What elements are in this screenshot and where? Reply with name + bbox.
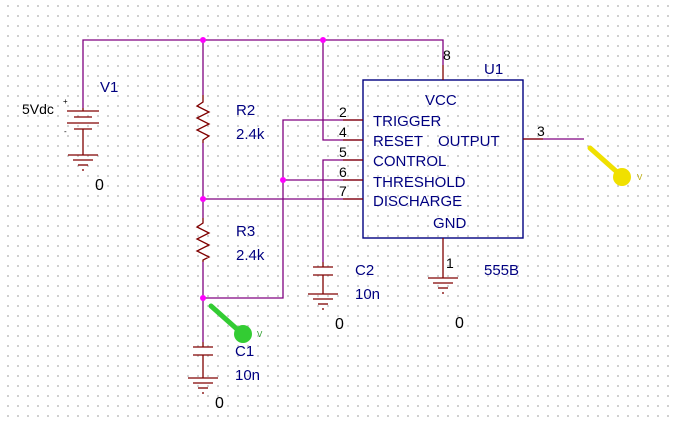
wires xyxy=(82,39,584,342)
capacitor-ref-label: C2 xyxy=(355,262,374,279)
ground-symbol-c1: 0 xyxy=(188,377,224,412)
resistor-ref-label: R3 xyxy=(236,223,255,240)
ground-label: 0 xyxy=(95,177,104,194)
battery-plus-sign: + xyxy=(63,97,68,106)
pin-number-5: 5 xyxy=(339,144,347,160)
resistor-symbol xyxy=(195,218,211,262)
capacitor-value-label: 10n xyxy=(235,367,260,384)
resistor-r3[interactable]: R3 2.4k xyxy=(195,218,265,264)
voltage-source-v1[interactable]: + - 5Vdc V1 xyxy=(22,79,118,155)
ic-ref-label: U1 xyxy=(484,61,503,78)
junction-dot xyxy=(200,196,206,202)
ic-part-label: 555B xyxy=(484,262,519,279)
resistor-value-label: 2.4k xyxy=(236,126,265,143)
pin-name-discharge: DISCHARGE xyxy=(373,193,462,210)
junction-dot xyxy=(200,295,206,301)
ground-symbol-ic: 0 xyxy=(428,277,464,332)
capacitor-c2[interactable]: C2 10n xyxy=(313,262,380,303)
pin-number-2: 2 xyxy=(339,104,347,120)
voltage-probe-c1[interactable]: V xyxy=(208,303,263,343)
pin-number-6: 6 xyxy=(339,164,347,180)
ic-555[interactable]: 8 2 4 3 5 6 7 1 VCC TRIGGER RESET OUTPUT… xyxy=(339,47,545,279)
pin-name-vcc: VCC xyxy=(425,92,457,109)
capacitor-c1[interactable]: C1 10n xyxy=(193,342,260,384)
pin-number-7: 7 xyxy=(339,183,347,199)
pin-number-4: 4 xyxy=(339,124,347,140)
capacitor-ref-label: C1 xyxy=(235,343,254,360)
pin-number-3: 3 xyxy=(537,123,545,139)
pin-name-output: OUTPUT xyxy=(438,133,500,150)
resistor-ref-label: R2 xyxy=(236,102,255,119)
ground-label: 0 xyxy=(455,315,464,332)
junction-dot xyxy=(320,37,326,43)
ground-symbol-v1: 0 xyxy=(68,154,104,194)
pin-name-trigger: TRIGGER xyxy=(373,113,442,130)
resistor-r2[interactable]: R2 2.4k xyxy=(195,95,265,143)
source-value-label: 5Vdc xyxy=(22,101,54,117)
capacitor-value-label: 10n xyxy=(355,286,380,303)
probe-label: V xyxy=(637,173,643,182)
resistor-value-label: 2.4k xyxy=(236,247,265,264)
pin-name-gnd: GND xyxy=(433,215,467,232)
probe-label: V xyxy=(257,330,263,339)
vcc-rail-wire[interactable] xyxy=(82,39,444,108)
ground-label: 0 xyxy=(335,316,344,333)
battery-minus-sign: - xyxy=(64,127,67,136)
pin-name-reset: RESET xyxy=(373,133,423,150)
pin-name-control: CONTROL xyxy=(373,153,446,170)
pin-number-8: 8 xyxy=(443,47,451,63)
resistor-symbol xyxy=(195,95,211,143)
source-ref-label: V1 xyxy=(100,79,118,96)
junction-dots xyxy=(200,37,326,301)
pin-name-threshold: THRESHOLD xyxy=(373,174,466,191)
pin-number-1: 1 xyxy=(446,255,454,271)
ground-label: 0 xyxy=(215,395,224,412)
ground-symbol-c2: 0 xyxy=(308,293,344,333)
voltage-probe-output[interactable]: V xyxy=(587,145,643,186)
junction-dot xyxy=(200,37,206,43)
junction-dot xyxy=(280,177,286,183)
